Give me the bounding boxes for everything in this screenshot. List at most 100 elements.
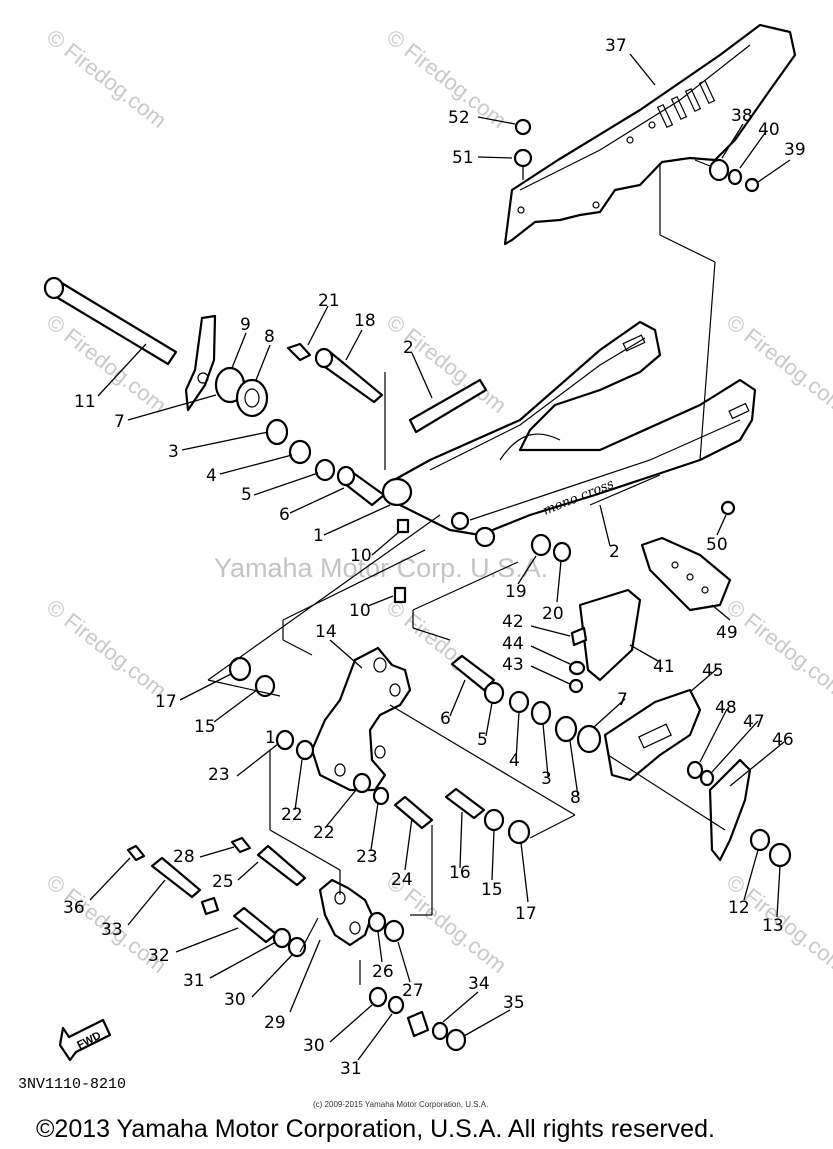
nut-13 bbox=[768, 842, 792, 868]
bolt-50 bbox=[720, 500, 736, 516]
label-5b: 5 bbox=[477, 730, 488, 750]
diagram-code: 3NV1110-8210 bbox=[18, 1076, 126, 1093]
adjuster-plate bbox=[708, 758, 752, 862]
label-27: 27 bbox=[402, 981, 424, 1001]
bracket-42 bbox=[570, 626, 588, 647]
label-39: 39 bbox=[784, 140, 806, 160]
label-17a: 17 bbox=[155, 692, 177, 712]
label-35: 35 bbox=[503, 993, 525, 1013]
small-copyright: (c) 2009-2015 Yamaha Motor Corporation, … bbox=[313, 1100, 488, 1109]
label-43: 43 bbox=[502, 655, 524, 675]
label-23a: 23 bbox=[208, 765, 230, 785]
thrust-cover-5 bbox=[314, 458, 336, 482]
label-17b: 17 bbox=[515, 904, 537, 924]
spacer-24 bbox=[393, 795, 434, 830]
label-28: 28 bbox=[173, 847, 195, 867]
needle-bearing-3b bbox=[530, 700, 552, 726]
oil-seal-4 bbox=[288, 439, 312, 465]
label-34: 34 bbox=[468, 974, 490, 994]
label-22b: 22 bbox=[313, 823, 335, 843]
chain-case-slots bbox=[517, 79, 716, 214]
spacer-6b bbox=[450, 654, 496, 692]
bushing-22b bbox=[352, 772, 372, 794]
label-18: 18 bbox=[354, 311, 376, 331]
label-2a: 2 bbox=[403, 338, 414, 358]
label-37: 37 bbox=[605, 36, 627, 56]
assembly-lines bbox=[207, 165, 726, 985]
label-31b: 31 bbox=[340, 1059, 362, 1079]
label-4a: 4 bbox=[206, 466, 217, 486]
cap-nut bbox=[200, 896, 220, 916]
label-6a: 6 bbox=[279, 505, 290, 525]
label-25: 25 bbox=[212, 872, 234, 892]
swingarm-label-2 bbox=[408, 378, 488, 434]
oil-seal-31b bbox=[387, 995, 405, 1015]
label-30a: 30 bbox=[224, 990, 246, 1010]
washer-34 bbox=[431, 1021, 449, 1041]
label-8b: 8 bbox=[570, 788, 581, 808]
label-7a: 7 bbox=[114, 412, 125, 432]
label-1a: 1 bbox=[313, 526, 324, 546]
label-20: 20 bbox=[542, 604, 564, 624]
spacer-32 bbox=[232, 906, 278, 944]
collar-51 bbox=[513, 148, 533, 168]
bolt-33 bbox=[150, 856, 202, 899]
label-50: 50 bbox=[706, 535, 728, 555]
label-29: 29 bbox=[264, 1013, 286, 1033]
washer-12 bbox=[749, 828, 771, 852]
nut-20 bbox=[552, 541, 572, 563]
label-45: 45 bbox=[702, 661, 724, 681]
label-4b: 4 bbox=[509, 751, 520, 771]
label-48: 48 bbox=[715, 698, 737, 718]
watermark-8: © Firedog.com bbox=[722, 594, 833, 703]
label-21: 21 bbox=[318, 291, 340, 311]
watermark-2: © Firedog.com bbox=[382, 24, 511, 133]
needle-bearing-3 bbox=[265, 418, 289, 446]
swingarm: mono cross bbox=[381, 320, 757, 548]
washer-40 bbox=[727, 168, 743, 186]
grease-nipple-10a bbox=[396, 518, 410, 534]
label-23b: 23 bbox=[356, 847, 378, 867]
label-6b: 6 bbox=[440, 709, 451, 729]
guard-41 bbox=[578, 588, 642, 682]
connecting-rod-29 bbox=[318, 878, 374, 947]
collar-38 bbox=[708, 158, 730, 182]
label-19: 19 bbox=[505, 582, 527, 602]
bearing-8 bbox=[235, 378, 269, 418]
label-47: 47 bbox=[743, 712, 765, 732]
label-31a: 31 bbox=[183, 971, 205, 991]
label-12: 12 bbox=[728, 898, 750, 918]
bushing-22a bbox=[295, 739, 315, 761]
oil-seal-31a bbox=[272, 927, 292, 949]
watermark-6: © Firedog.com bbox=[42, 594, 171, 703]
oil-seal-23a bbox=[275, 729, 295, 751]
washer-44 bbox=[568, 660, 586, 676]
watermark-center: Yamaha Motor Corp. U.S.A. bbox=[214, 553, 548, 583]
screw-39 bbox=[744, 177, 760, 193]
washer-48 bbox=[686, 760, 704, 780]
oil-seal-4b bbox=[508, 690, 530, 714]
label-13: 13 bbox=[762, 916, 784, 936]
pivot-shaft bbox=[43, 276, 178, 366]
part-labels: 37 52 51 38 40 39 21 18 9 8 2 11 7 3 4 5… bbox=[63, 36, 806, 1079]
grease-nipple-28 bbox=[230, 836, 252, 854]
label-7b: 7 bbox=[617, 690, 628, 710]
label-46: 46 bbox=[772, 730, 794, 750]
label-38: 38 bbox=[731, 106, 753, 126]
copyright-notice: ©2013 Yamaha Motor Corporation, U.S.A. A… bbox=[36, 1115, 715, 1143]
label-15a: 15 bbox=[194, 717, 216, 737]
label-9: 9 bbox=[240, 315, 251, 335]
label-51: 51 bbox=[452, 148, 474, 168]
washer-26 bbox=[367, 911, 387, 933]
label-52: 52 bbox=[448, 108, 470, 128]
bolt-52 bbox=[514, 118, 532, 136]
grease-nipple-36 bbox=[126, 844, 146, 862]
thrust-cover-5b bbox=[483, 681, 505, 705]
label-1b: 1 bbox=[265, 728, 276, 748]
bushing-30a bbox=[287, 936, 307, 958]
relay-arm-14 bbox=[310, 646, 412, 792]
chain-puller-45 bbox=[603, 688, 702, 782]
label-3a: 3 bbox=[168, 442, 179, 462]
fwd-arrow-icon: FWD bbox=[58, 1018, 112, 1062]
